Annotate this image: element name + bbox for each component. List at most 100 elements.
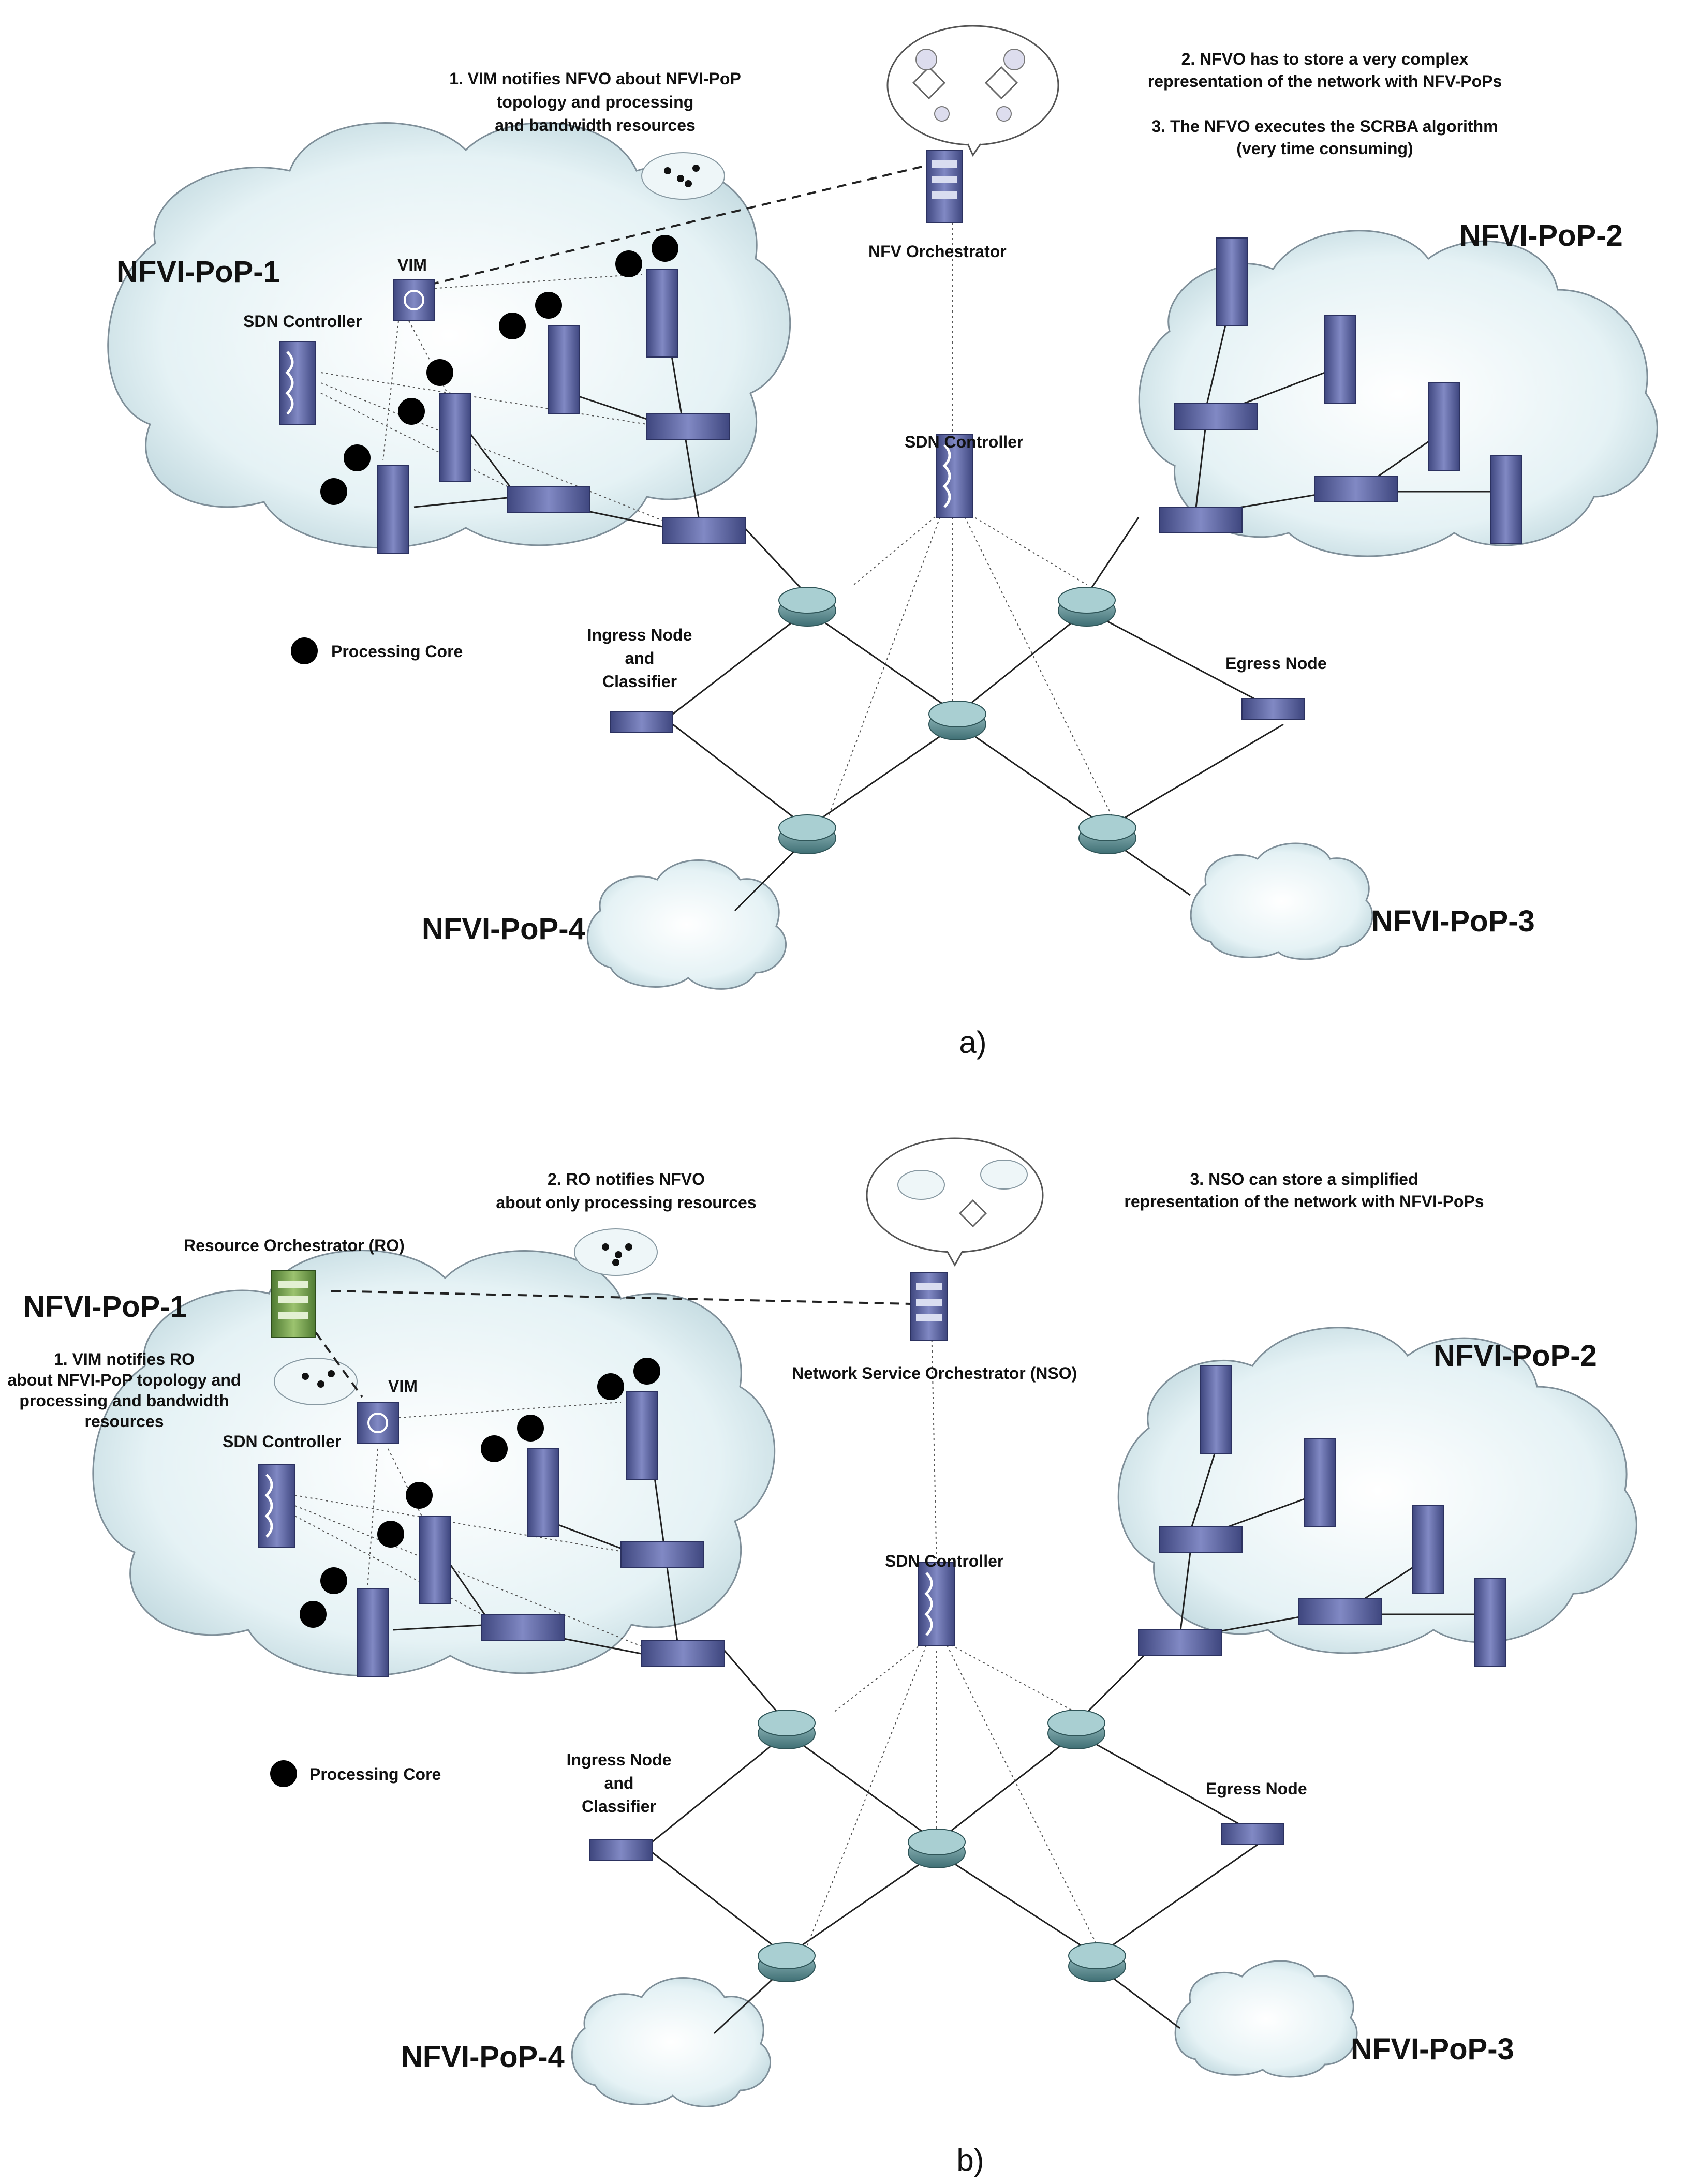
processing-cores — [291, 235, 678, 664]
ingress-label-3: Classifier — [582, 1797, 656, 1816]
classifier-node-icon — [1241, 698, 1305, 720]
panel-b: NFVI-PoP-1 NFVI-PoP-2 NFVI-PoP-3 NFVI-Po… — [8, 1137, 1637, 2177]
cloud-icon — [586, 859, 787, 990]
ingress-label-2: and — [604, 1774, 634, 1792]
switch-icon — [1138, 1629, 1222, 1656]
router-icon — [758, 1942, 816, 1982]
egress-label: Egress Node — [1206, 1779, 1307, 1798]
pop2-label: NFVI-PoP-2 — [1433, 1339, 1597, 1373]
processing-core-icon — [398, 398, 425, 425]
server-icon — [1304, 1438, 1336, 1527]
note3-line1: 3. NSO can store a simplified — [1190, 1170, 1418, 1188]
router-icon — [758, 1710, 816, 1749]
note1-line3: and bandwidth resources — [495, 116, 696, 135]
processing-core-icon — [320, 1567, 347, 1594]
note1-line2: about NFVI-PoP topology and — [8, 1371, 241, 1389]
topology-mini-cloud — [574, 1228, 658, 1276]
cloud-icon — [107, 122, 791, 549]
switch-icon — [507, 486, 590, 513]
vim-icon — [357, 1402, 399, 1444]
pop3-label: NFVI-PoP-3 — [1351, 2032, 1514, 2066]
topology-mini-cloud — [274, 1358, 358, 1405]
topology-thought-bubble — [866, 1137, 1044, 1267]
note3-line2: representation of the network with NFVI-… — [1124, 1192, 1484, 1211]
server-icon — [1216, 237, 1248, 326]
ro-vim-link — [315, 1331, 363, 1398]
sdn-local-label: SDN Controller — [223, 1432, 341, 1451]
vim-label: VIM — [397, 256, 427, 274]
router-icon — [778, 814, 836, 854]
server-icon — [1200, 1365, 1232, 1454]
processing-core-icon — [426, 359, 453, 386]
sdn-core-label: SDN Controller — [885, 1552, 1003, 1570]
processing-core-icon — [597, 1373, 624, 1400]
server-icon — [357, 1588, 389, 1677]
note3-line2: (very time consuming) — [1236, 139, 1413, 158]
cloud-icon — [92, 1250, 776, 1677]
server-icon — [1490, 455, 1522, 544]
router-icon — [778, 587, 836, 627]
switch-icon — [481, 1614, 565, 1641]
classifier-node-icon — [1221, 1823, 1284, 1845]
note1-line4: resources — [85, 1412, 164, 1431]
sdn-controller-icon — [279, 341, 316, 425]
pop1-label: NFVI-PoP-1 — [116, 255, 280, 289]
pop4-label: NFVI-PoP-4 — [422, 912, 585, 946]
router-icon — [908, 1829, 966, 1868]
processing-core-icon — [517, 1415, 544, 1442]
ro-nso-link — [331, 1290, 911, 1305]
processing-core-icon — [481, 1435, 508, 1462]
server-icon — [646, 269, 678, 358]
processing-core-icon — [377, 1521, 404, 1548]
note1-line1: 1. VIM notifies RO — [54, 1350, 195, 1369]
switch-icon — [1174, 403, 1258, 430]
vim-icon — [393, 279, 435, 321]
server-icon — [439, 393, 471, 482]
router-icon — [1047, 1710, 1105, 1749]
server-icon — [1474, 1578, 1506, 1667]
cloud-icon — [1174, 1960, 1358, 2078]
server-icon — [377, 465, 409, 554]
server-icon — [527, 1448, 559, 1537]
legend-label: Processing Core — [309, 1765, 441, 1784]
server-icon — [548, 325, 580, 414]
ingress-label-1: Ingress Node — [587, 626, 692, 644]
vim-label: VIM — [388, 1377, 418, 1395]
router-icon — [928, 701, 986, 740]
pop1-label: NFVI-PoP-1 — [23, 1290, 187, 1324]
cloud-icon — [1190, 842, 1373, 960]
note2-line2: representation of the network with NFV-P… — [1148, 72, 1502, 91]
egress-label: Egress Node — [1225, 654, 1327, 673]
switch-icon — [1159, 507, 1243, 533]
note1-line3: processing and bandwidth — [19, 1391, 229, 1410]
processing-core-icon — [406, 1482, 433, 1509]
server-icon — [1428, 382, 1460, 471]
sdn-controller-icon — [936, 434, 973, 518]
switch-icon — [662, 517, 746, 544]
classifier-node-icon — [610, 711, 673, 733]
note3-line1: 3. The NFVO executes the SCRBA algorithm — [1151, 117, 1498, 136]
processing-core-icon — [535, 292, 562, 319]
sdn-controller-icon — [258, 1464, 295, 1548]
switch-icon — [641, 1640, 725, 1667]
pop4-label: NFVI-PoP-4 — [401, 2040, 565, 2074]
classifier-node-icon — [589, 1839, 653, 1861]
router-icon — [1078, 814, 1136, 854]
server-icon — [910, 1272, 948, 1341]
router-icon — [1058, 587, 1116, 627]
processing-core-icon — [300, 1601, 327, 1628]
control-links — [294, 1324, 1098, 1946]
processing-core-icon — [291, 637, 318, 664]
ingress-label-1: Ingress Node — [567, 1750, 672, 1769]
ingress-label-3: Classifier — [602, 672, 677, 691]
ro-label: Resource Orchestrator (RO) — [184, 1236, 405, 1255]
resource-orchestrator-icon — [271, 1270, 316, 1338]
router-icon — [1068, 1942, 1126, 1982]
note1-line2: topology and processing — [497, 93, 693, 111]
note2-line2: about only processing resources — [496, 1193, 756, 1212]
note2-line1: 2. RO notifies NFVO — [548, 1170, 705, 1188]
ingress-label-2: and — [625, 649, 655, 667]
server-icon — [926, 150, 963, 223]
